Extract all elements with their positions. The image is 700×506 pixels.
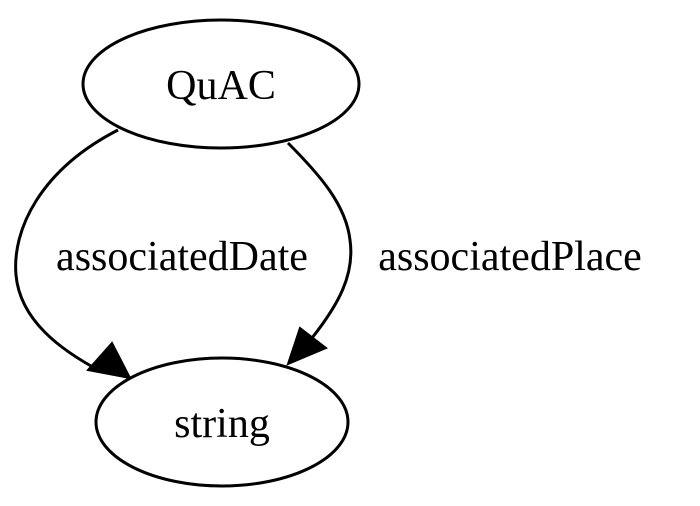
node-string: string xyxy=(94,356,350,488)
edge-associated-date-line xyxy=(14,128,119,374)
edge-associated-date-label: associatedDate xyxy=(56,234,308,280)
node-string-label: string xyxy=(174,401,270,447)
edge-associated-date-arrowhead xyxy=(86,341,132,380)
edge-associated-place-arrowhead xyxy=(286,326,328,366)
node-quac-label: QuAC xyxy=(166,63,276,109)
node-quac-ellipse xyxy=(81,18,361,150)
edge-associated-date: associatedDate xyxy=(14,128,308,380)
edge-associated-place-line xyxy=(286,141,353,339)
node-quac: QuAC xyxy=(81,18,361,150)
node-string-ellipse xyxy=(94,356,350,488)
edge-associated-place-label: associatedPlace xyxy=(378,234,642,280)
edge-associated-place: associatedPlace xyxy=(286,141,642,366)
